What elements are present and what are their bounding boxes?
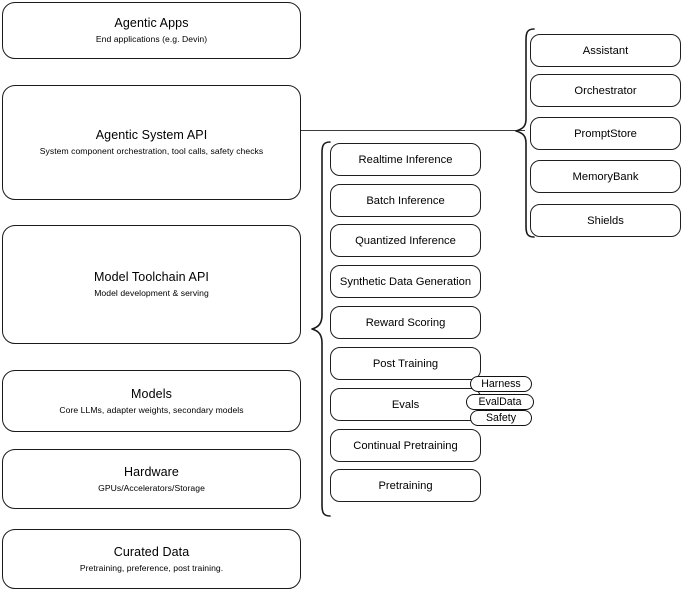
layer-subtitle: GPUs/Accelerators/Storage xyxy=(98,482,205,493)
agentic-component-shields[interactable]: Shields xyxy=(530,204,681,237)
layer-box-model-toolchain-api[interactable]: Model Toolchain API Model development & … xyxy=(2,225,301,344)
evals-badge-safety[interactable]: Safety xyxy=(470,410,532,426)
toolchain-item-post-training[interactable]: Post Training xyxy=(330,347,481,380)
layer-subtitle: Core LLMs, adapter weights, secondary mo… xyxy=(59,404,244,415)
layer-title: Models xyxy=(131,386,172,401)
agentic-component-assistant[interactable]: Assistant xyxy=(530,34,681,67)
item-label: Reward Scoring xyxy=(365,316,446,329)
item-label: Batch Inference xyxy=(366,194,445,207)
layer-title: Agentic System API xyxy=(95,128,208,142)
pill-label: EvalData xyxy=(478,396,522,408)
item-label: Orchestrator xyxy=(574,84,637,97)
pill-label: Harness xyxy=(481,378,521,390)
item-label: Synthetic Data Generation xyxy=(339,275,472,288)
item-label: Post Training xyxy=(372,357,439,370)
layer-subtitle: Model development & serving xyxy=(94,288,209,298)
item-label: Quantized Inference xyxy=(355,234,456,247)
item-label: Pretraining xyxy=(378,479,433,492)
layer-box-models[interactable]: Models Core LLMs, adapter weights, secon… xyxy=(2,370,301,432)
layer-subtitle: End applications (e.g. Devin) xyxy=(95,34,208,44)
layer-subtitle: Pretraining, preference, post training. xyxy=(79,562,224,573)
pill-label: Safety xyxy=(485,412,517,424)
layer-box-hardware[interactable]: Hardware GPUs/Accelerators/Storage xyxy=(2,449,301,509)
toolchain-item-quantized-inference[interactable]: Quantized Inference xyxy=(330,224,481,257)
brace-model-toolchain xyxy=(310,140,332,518)
layer-title: Model Toolchain API xyxy=(94,270,209,284)
agentic-component-promptstore[interactable]: PromptStore xyxy=(530,117,681,150)
toolchain-item-reward-scoring[interactable]: Reward Scoring xyxy=(330,306,481,339)
item-label: Continual Pretraining xyxy=(353,439,458,452)
connector-agentic-system-api-to-components xyxy=(301,130,525,132)
item-label: Realtime Inference xyxy=(358,153,453,166)
toolchain-item-evals[interactable]: Evals xyxy=(330,388,481,421)
evals-badge-harness[interactable]: Harness xyxy=(470,376,532,392)
toolchain-item-continual-pretraining[interactable]: Continual Pretraining xyxy=(330,429,481,462)
layer-title: Curated Data xyxy=(113,544,190,559)
agentic-component-orchestrator[interactable]: Orchestrator xyxy=(530,74,681,107)
item-label: Assistant xyxy=(582,44,629,57)
item-label: PromptStore xyxy=(574,127,637,140)
agentic-component-memorybank[interactable]: MemoryBank xyxy=(530,160,681,193)
evals-badge-evaldata[interactable]: EvalData xyxy=(466,394,534,410)
layer-subtitle: System component orchestration, tool cal… xyxy=(39,146,264,156)
layer-box-agentic-system-api[interactable]: Agentic System API System component orch… xyxy=(2,85,301,200)
item-label: Shields xyxy=(587,214,624,227)
item-label: Evals xyxy=(391,398,420,411)
layer-title: Hardware xyxy=(124,464,179,479)
layer-title: Agentic Apps xyxy=(114,16,189,30)
toolchain-item-synthetic-data-generation[interactable]: Synthetic Data Generation xyxy=(330,265,481,298)
toolchain-item-batch-inference[interactable]: Batch Inference xyxy=(330,184,481,217)
layer-box-curated-data[interactable]: Curated Data Pretraining, preference, po… xyxy=(2,529,301,589)
item-label: MemoryBank xyxy=(572,170,639,183)
toolchain-item-pretraining[interactable]: Pretraining xyxy=(330,469,481,502)
layer-box-agentic-apps[interactable]: Agentic Apps End applications (e.g. Devi… xyxy=(2,2,301,59)
toolchain-item-realtime-inference[interactable]: Realtime Inference xyxy=(330,143,481,176)
